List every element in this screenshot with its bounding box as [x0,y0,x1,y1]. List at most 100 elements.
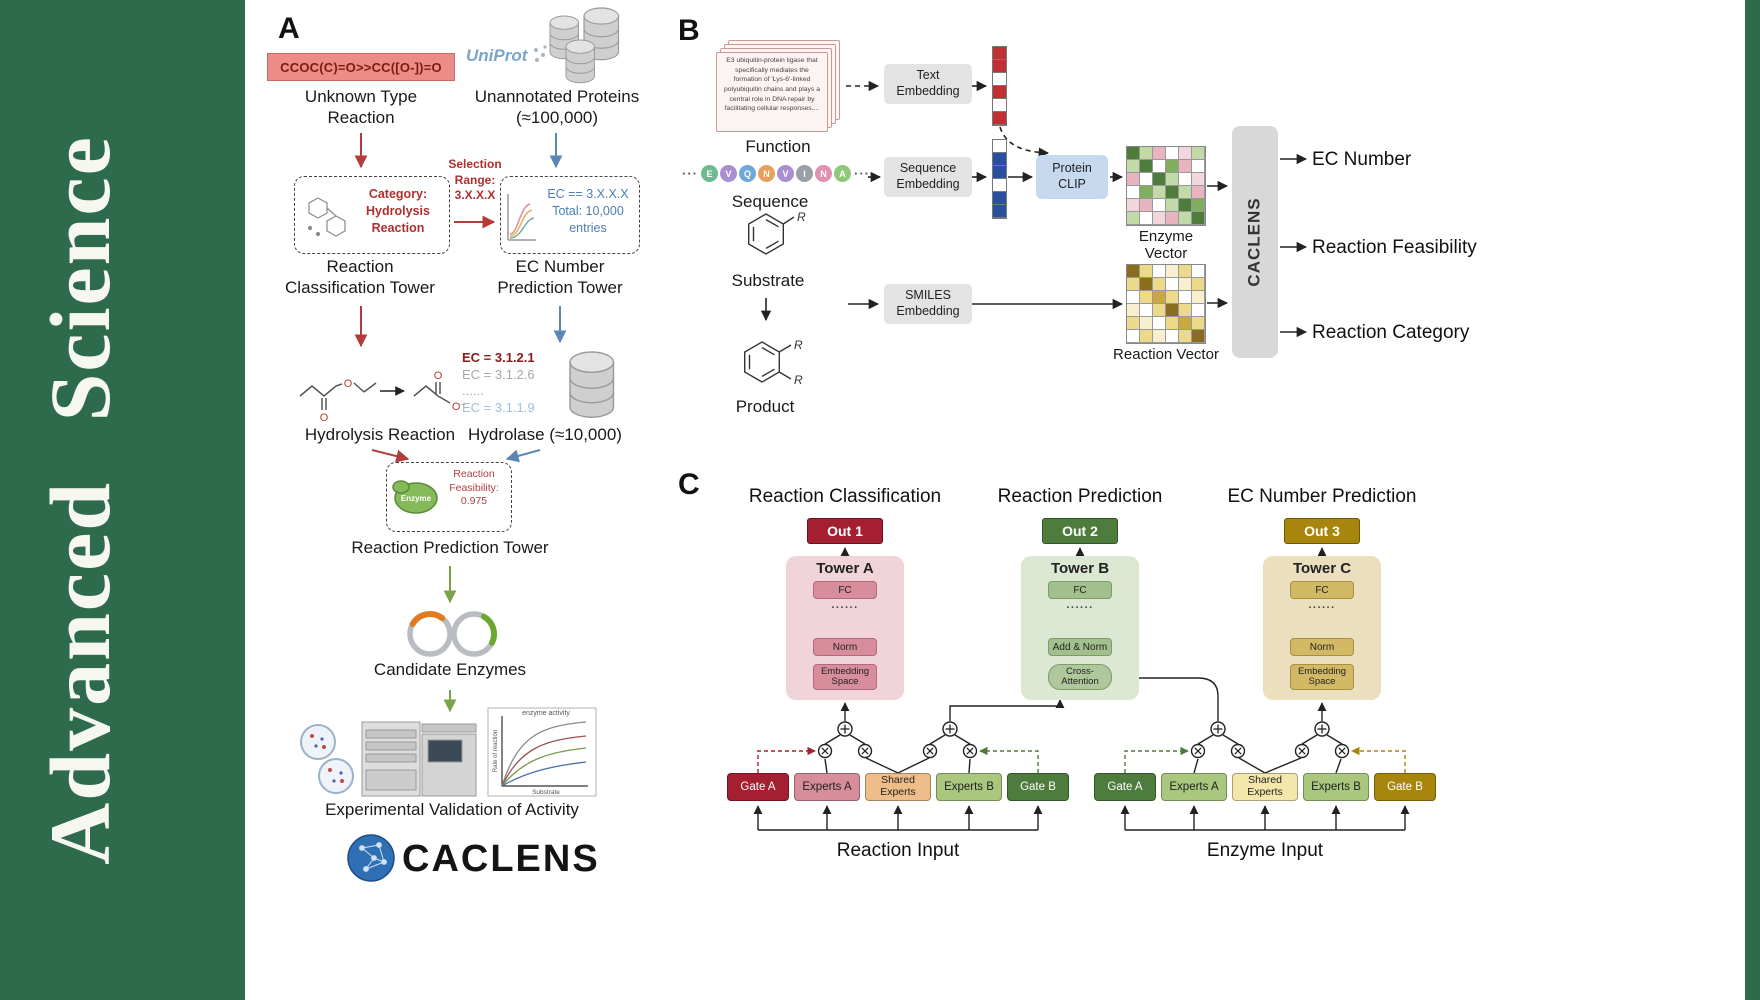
plasmid-icons [407,611,497,657]
ec-list-item: ...... [462,383,484,398]
smiles-reaction-box: CCOC(C)=O>>CC([O-])=O [267,53,455,81]
hydrolase-label: Hydrolase (≈10,000) [468,425,622,444]
reaction-prediction-tower-label: Reaction Prediction Tower [351,538,549,557]
left-experts-a-box: Experts A [794,773,860,801]
protein-clip-box: Protein CLIP [1036,155,1108,199]
tower-a-dots: ...... [831,599,859,611]
enzyme-input-label: Enzyme Input [1206,840,1324,861]
tower-c-fc-block: FC [1290,581,1354,599]
tower-b-panel: Tower B FC ...... Add & Norm Cross-Atten… [1021,556,1139,700]
tower-b-add-norm-block: Add & Norm [1048,638,1112,656]
function-label: Function [745,137,811,156]
right-shared-experts-box: Shared Experts [1232,773,1298,801]
column-title-reaction-prediction: Reaction Prediction [997,486,1163,507]
column-title-reaction-classification: Reaction Classification [748,486,942,507]
oxygen-atom-label: O [344,378,353,390]
tower-b-fc-block: FC [1048,581,1112,599]
activity-chart-xlabel: Substrate [532,789,560,796]
experimental-validation-label: Experimental Validation of Activity [325,800,579,819]
out1-box: Out 1 [807,518,883,544]
substrate-molecule-icon: R [748,210,806,255]
caclens-globe-icon [347,834,395,882]
output-reaction-category: Reaction Category [1312,322,1470,343]
caclens-model-box: CACLENS [1232,126,1278,358]
right-experts-a-box: Experts A [1161,773,1227,801]
ellipsis: ··· [682,166,698,181]
panel-a-label: A [278,12,300,45]
tower-a-fc-block: FC [813,581,877,599]
out2-box: Out 2 [1042,518,1118,544]
candidate-enzymes-label: Candidate Enzymes [373,660,527,679]
category-text: Category: Hydrolysis Reaction [366,187,430,235]
product-r-label: R [794,373,803,387]
ec-selection-text: EC == 3.X.X.X Total: 10,000 entries [547,187,629,235]
activity-chart-title: enzyme activity [522,710,570,717]
classification-tower-label: Reaction Classification Tower [285,257,435,298]
right-gate-b-box: Gate B [1374,773,1436,801]
ellipsis: ··· [854,166,870,181]
smiles-embedding-box: SMILES Embedding [884,284,972,324]
tower-c-dots: ...... [1308,599,1336,611]
uniprot-logo: UniProt [466,46,528,65]
reaction-vector-grid [1126,264,1206,344]
unannotated-proteins-label: Unannotated Proteins (≈100,000) [474,87,640,128]
text-embedding-vector [992,46,1007,126]
oxygen-atom-label: O [320,412,329,424]
ec-list-item: EC = 3.1.2.6 [462,366,535,382]
caclens-wordmark: CACLENS [402,838,600,880]
tower-b-cross-attention-block: Cross-Attention [1048,664,1112,690]
output-reaction-feasibility: Reaction Feasibility [1312,237,1477,258]
product-label: Product [735,397,795,416]
right-border-strip [1745,0,1760,1000]
journal-banner: Advanced Science [0,0,245,1000]
product-r-label: R [794,338,803,352]
activity-chart: enzyme activity Rate of reaction Substra… [487,707,597,797]
tower-a-norm-block: Norm [813,638,877,656]
feasibility-dashed-box [386,462,512,532]
tower-c-panel: Tower C FC ...... Norm Embedding Space [1263,556,1381,700]
panel-b-arrows [760,80,1308,338]
right-experts-b-box: Experts B [1303,773,1369,801]
ec-list-item: EC = 3.1.2.1 [462,350,535,365]
journal-title: Advanced Science [32,135,128,865]
panel-c-label: C [678,468,700,501]
multiply-node-icons [817,743,1350,759]
sequence-label: Sequence [731,192,809,211]
database-icon-proteins [549,7,620,84]
tower-c-title: Tower C [1292,560,1352,577]
uniprot-logo-dots-icon [534,45,547,62]
hplc-machine-icon [361,721,477,797]
function-card-stack: E3 ubiquitin-protein ligase that specifi… [716,40,846,136]
sum-node-icons [837,721,1330,737]
column-title-ec-number-prediction: EC Number Prediction [1227,486,1417,507]
tower-b-dots: ...... [1066,599,1094,611]
hydrolysis-reaction-label: Hydrolysis Reaction [304,425,456,444]
left-gate-b-box: Gate B [1007,773,1069,801]
reaction-input-label: Reaction Input [836,840,960,861]
out3-box: Out 3 [1284,518,1360,544]
acetate-molecule-icon: O O⁻ [413,370,466,413]
left-gate-a-box: Gate A [727,773,789,801]
right-gate-a-box: Gate A [1094,773,1156,801]
activity-chart-ylabel: Rate of reaction [493,730,499,772]
sequence-embedding-box: Sequence Embedding [884,157,972,197]
reaction-vector-label: Reaction Vector [1113,346,1219,363]
left-experts-b-box: Experts B [936,773,1002,801]
output-ec-number: EC Number [1312,149,1412,170]
ester-molecule-icon: O O [299,378,377,424]
enzyme-vector-grid [1126,146,1206,226]
text-embedding-box: Text Embedding [884,64,972,104]
product-molecule-icon: R R [744,338,803,387]
caclens-model-label: CACLENS [1245,197,1265,287]
gate-dashed-wires [757,746,1406,773]
function-card-text: E3 ubiquitin-protein ligase that specifi… [716,52,828,132]
classification-dashed-box [294,176,450,254]
tower-a-embedding-space-block: Embedding Space [813,664,877,690]
tower-a-panel: Tower A FC ...... Norm Embedding Space [786,556,904,700]
unknown-reaction-label: Unknown Type Reaction [304,87,418,128]
tower-b-title: Tower B [1050,560,1110,577]
feasibility-text: Reaction Feasibility: 0.975 [449,468,499,508]
selection-range-text: Selection Range: 3.X.X.X [448,157,502,203]
